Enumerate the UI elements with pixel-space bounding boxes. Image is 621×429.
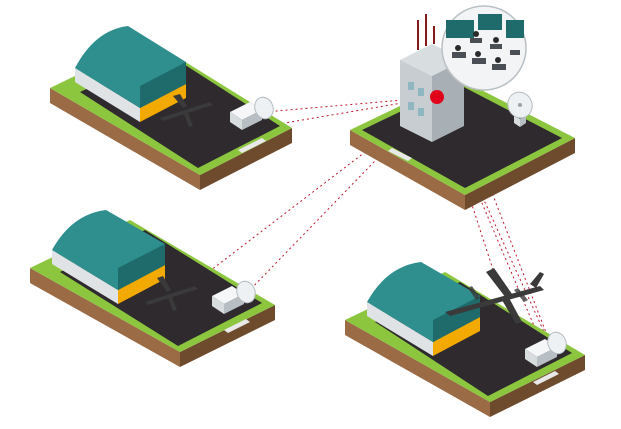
control-room-icon [441, 5, 527, 91]
control-tower-pad [350, 5, 575, 210]
tower-window [408, 82, 414, 90]
pad-soil-left [50, 88, 200, 190]
tower-window [418, 108, 424, 116]
hangar [52, 210, 165, 304]
pad-soil-left [350, 130, 465, 210]
radar-dish-icon [230, 96, 274, 130]
aircraft-icon [445, 268, 544, 324]
link-tower-aircraft-c [436, 96, 541, 341]
radar-dish-icon [212, 280, 256, 314]
hangar-pad-top-left [50, 26, 292, 190]
hangar-door [140, 84, 186, 122]
hangar-roof-shade [140, 62, 186, 108]
hangar-wall-left [75, 68, 140, 122]
pad-soil-right [465, 138, 575, 210]
pad-marking [388, 148, 412, 161]
tower-window [418, 88, 424, 96]
hangar [75, 26, 186, 122]
tower-window [408, 102, 414, 110]
radar-dish-icon [525, 331, 567, 367]
beacon-light [430, 90, 444, 104]
hangar-pad-bottom-left [30, 210, 275, 367]
pad-marking [238, 138, 266, 153]
radar-dish-icon [507, 91, 533, 127]
link-tower-hangar-top-left [264, 96, 438, 113]
aircraft-icon [145, 276, 198, 311]
aircraft-icon [160, 94, 213, 127]
pad-soil-right [200, 128, 292, 190]
hangar-pad-bottom-right [345, 262, 585, 417]
